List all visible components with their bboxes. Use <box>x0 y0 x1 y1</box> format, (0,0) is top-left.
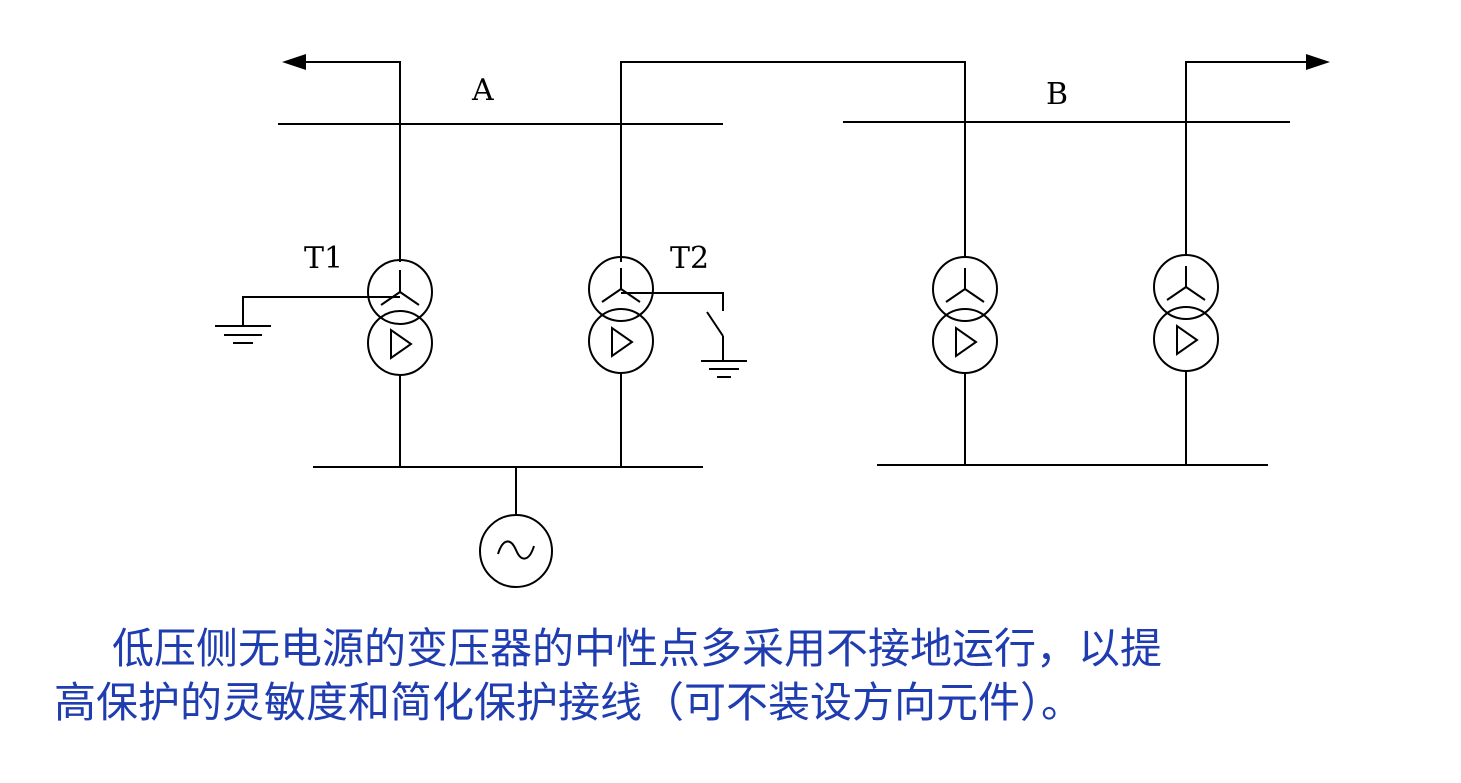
outgoing-line-left <box>306 61 401 262</box>
generator-symbol <box>479 514 553 588</box>
caption-line-1: 低压侧无电源的变压器的中性点多采用不接地运行，以提 <box>112 624 1163 673</box>
t2-neutral-lead <box>621 292 724 311</box>
caption-line-2: 高保护的灵敏度和简化保护接线（可不装设方向元件）。 <box>54 678 1084 727</box>
tie-line-a-b <box>620 61 966 262</box>
label-bus-a: A <box>471 73 494 108</box>
label-bus-b: B <box>1046 77 1068 112</box>
power-system-diagram: A B T1 T2 <box>215 54 1330 588</box>
ground-symbol-t1 <box>215 325 271 344</box>
transformer-t1 <box>367 259 433 467</box>
arrow-left <box>282 54 306 70</box>
label-t2: T2 <box>670 241 709 276</box>
arrow-right <box>1306 54 1330 70</box>
ground-symbol-t2 <box>701 360 747 378</box>
transformer-t2 <box>588 256 654 467</box>
neutral-switch-t2 <box>706 311 724 337</box>
transformer-4 <box>1153 254 1219 465</box>
outgoing-line-right <box>1185 61 1306 256</box>
t1-neutral-ground-lead <box>242 296 400 326</box>
label-t1: T1 <box>304 241 343 276</box>
caption-text: 低压侧无电源的变压器的中性点多采用不接地运行，以提 高保护的灵敏度和简化保护接线… <box>0 622 1461 730</box>
transformer-3 <box>932 256 998 465</box>
